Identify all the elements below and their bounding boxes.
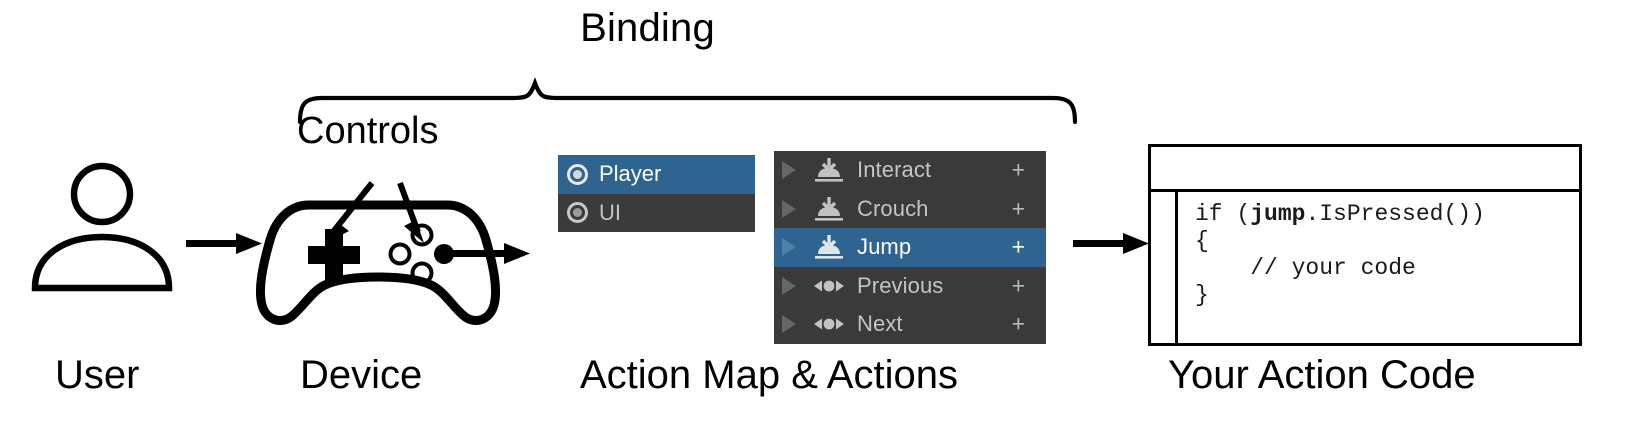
add-binding-button[interactable]: + [1011,233,1025,260]
controls-label: Controls [297,110,439,152]
expand-triangle-icon[interactable] [782,276,796,295]
code-line: // your code [1195,255,1416,281]
action-label: Jump [857,234,912,260]
axis-action-icon [812,311,846,337]
add-binding-button[interactable]: + [1011,310,1025,337]
code-line: } [1195,282,1209,308]
person-icon [31,162,173,292]
action-map-row-ui[interactable]: UI [558,194,755,233]
code-gutter [1151,192,1178,346]
caption-user: User [55,353,140,397]
action-map-icon [567,202,588,224]
button-action-icon [812,234,846,260]
expand-triangle-icon[interactable] [782,161,796,180]
action-row-jump[interactable]: Jump + [774,228,1046,267]
action-map-icon [567,163,588,185]
add-binding-button[interactable]: + [1011,272,1025,299]
code-window-body: if (jump.IsPressed()){ // your code} [1151,192,1579,346]
action-row-crouch[interactable]: Crouch + [774,190,1046,229]
arrow-actions-to-code-icon [1073,233,1149,254]
gamepad-icon [255,200,501,325]
axis-action-icon [812,273,846,299]
binding-brace-icon [297,77,1078,125]
caption-device: Device [300,353,423,397]
action-label: Crouch [857,195,929,221]
code-line: if (jump.IsPressed()) [1195,201,1485,227]
add-binding-button[interactable]: + [1011,156,1025,183]
expand-triangle-icon[interactable] [782,238,796,257]
action-maps-panel: Player UI [558,155,755,232]
expand-triangle-icon[interactable] [782,315,796,334]
action-map-label: Player [599,161,662,187]
caption-action-map: Action Map & Actions [580,353,958,397]
arrow-device-to-actions-icon [450,243,530,264]
action-label: Previous [857,272,944,298]
code-window-titlebar [1151,147,1579,192]
code-line: { [1195,228,1209,254]
action-label: Next [857,311,903,337]
action-row-next[interactable]: Next + [774,305,1046,344]
action-map-row-player[interactable]: Player [558,155,755,194]
button-action-icon [812,196,846,222]
action-label: Interact [857,157,932,183]
add-binding-button[interactable]: + [1011,195,1025,222]
actions-panel: Interact + Crouch + [774,151,1046,344]
button-action-icon [812,157,846,183]
code-text[interactable]: if (jump.IsPressed()){ // your code} [1178,192,1485,346]
binding-label: Binding [0,8,1635,48]
caption-your-action-code: Your Action Code [1168,353,1476,397]
code-window: if (jump.IsPressed()){ // your code} [1148,144,1582,346]
action-row-previous[interactable]: Previous + [774,267,1046,306]
action-map-label: UI [599,199,621,225]
arrow-user-to-device-icon [186,233,262,254]
expand-triangle-icon[interactable] [782,199,796,218]
binding-label-text: Binding [580,6,715,50]
action-row-interact[interactable]: Interact + [774,151,1046,190]
